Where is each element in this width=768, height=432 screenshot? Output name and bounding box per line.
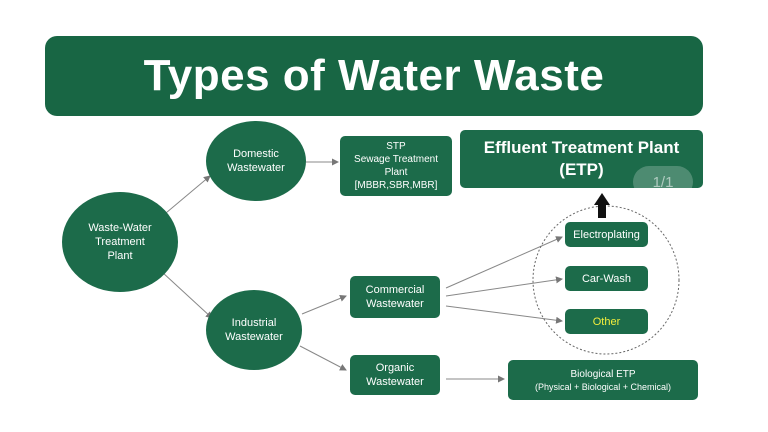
arrow-commercial-to-electroplating bbox=[445, 236, 563, 289]
up-arrow-shaft bbox=[598, 204, 606, 218]
node-organic-wastewater: Organic Wastewater bbox=[350, 355, 440, 395]
arrow-commercial-to-other bbox=[445, 305, 563, 324]
arrow-root-to-domestic bbox=[159, 175, 211, 219]
node-industrial-wastewater: Industrial Wastewater bbox=[206, 290, 302, 370]
node-commercial-wastewater: Commercial Wastewater bbox=[350, 276, 440, 318]
page-indicator-badge: 1/1 bbox=[633, 166, 693, 198]
node-car-wash: Car-Wash bbox=[565, 266, 648, 291]
node-biological-etp: Biological ETP (Physical + Biological + … bbox=[508, 360, 698, 400]
page-title: Types of Water Waste bbox=[45, 36, 703, 116]
arrow-commercial-to-carwash bbox=[445, 276, 563, 297]
biological-etp-title: Biological ETP bbox=[570, 368, 636, 380]
arrow-industrial-to-organic bbox=[299, 345, 347, 371]
biological-etp-detail: (Physical + Biological + Chemical) bbox=[534, 381, 672, 392]
arrow-root-to-industrial bbox=[161, 271, 213, 319]
up-arrow-head bbox=[594, 193, 610, 205]
node-stp: STP Sewage Treatment Plant [MBBR,SBR,MBR… bbox=[340, 136, 452, 196]
node-domestic-wastewater: Domestic Wastewater bbox=[206, 121, 306, 201]
node-waste-water-treatment-plant: Waste-Water Treatment Plant bbox=[62, 192, 178, 292]
node-effluent-treatment-plant: Effluent Treatment Plant (ETP) bbox=[460, 130, 703, 188]
arrow-industrial-to-commercial bbox=[301, 295, 347, 315]
node-other: Other bbox=[565, 309, 648, 334]
node-electroplating: Electroplating bbox=[565, 222, 648, 247]
